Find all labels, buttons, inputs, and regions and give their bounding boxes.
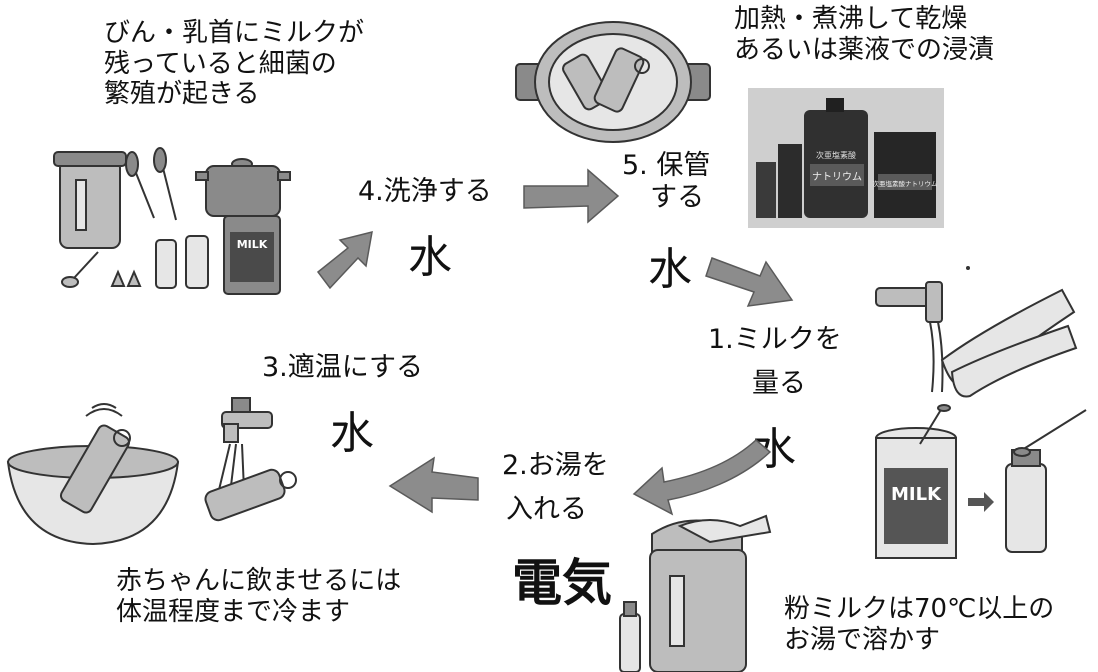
caption-feed: 赤ちゃんに飲ませるには 体温程度まで冷ます xyxy=(116,566,401,627)
step-line: 1.ミルクを xyxy=(708,324,842,355)
arrow-store-to-measure xyxy=(705,257,794,307)
step-line: 2.お湯を xyxy=(502,450,609,481)
resource-hot-water: 電気 xyxy=(512,554,612,612)
milk-package-label: MILK xyxy=(237,238,268,251)
chemical-bottle-top-label: 次亜塩素酸 xyxy=(816,150,856,160)
arrow-wash-to-store xyxy=(523,168,620,224)
step-wash: 4.洗浄する xyxy=(358,176,492,207)
faucet-cooling-illustration xyxy=(204,397,297,522)
step-measure: 1.ミルクを 量る xyxy=(708,324,842,400)
sterilizing-chemical-photo: 次亜塩素酸 ナトリウム 次亜塩素酸ナトリウム xyxy=(748,88,944,228)
caption-powder: 粉ミルクは70℃以上の お湯で溶かす xyxy=(784,594,1054,655)
caption-line: 残っていると細菌の xyxy=(104,48,337,79)
step-line: 入れる xyxy=(506,493,587,525)
hot-water-pot-illustration xyxy=(619,514,772,672)
milk-can-label: MILK xyxy=(891,484,942,505)
resource-store: 水 xyxy=(648,244,692,295)
caption-line: あるいは薬液での浸漬 xyxy=(734,34,995,65)
milk-can-illustration: MILK xyxy=(875,404,1087,559)
resource-wash: 水 xyxy=(408,232,452,283)
caption-sterilize: 加熱・煮沸して乾燥 あるいは薬液での浸漬 xyxy=(734,4,994,65)
arrow-to-wash xyxy=(316,230,373,290)
sterilizing-pot-illustration xyxy=(515,21,711,143)
arrow-hot-water-to-cool xyxy=(388,456,479,514)
caption-line: 赤ちゃんに飲ませるには xyxy=(116,566,402,596)
step-store: 5. 保管 する xyxy=(622,150,710,214)
caption-line: 粉ミルクは70℃以上の xyxy=(784,594,1055,624)
step-cool: 3.適温にする xyxy=(262,352,424,383)
chemical-box-label: 次亜塩素酸ナトリウム xyxy=(873,179,939,188)
chemical-bottle-label: ナトリウム xyxy=(812,171,862,183)
cooling-bowl-illustration xyxy=(6,403,180,546)
caption-line: 体温程度まで冷ます xyxy=(116,596,351,627)
step-line: 量る xyxy=(752,367,806,399)
step-line: する xyxy=(650,181,705,213)
step-hot-water: 2.お湯を 入れる xyxy=(502,450,609,526)
caption-line: お湯で溶かす xyxy=(784,624,941,655)
caption-line: びん・乳首にミルクが xyxy=(104,18,365,48)
step-line: 5. 保管 xyxy=(622,150,711,181)
resource-cool: 水 xyxy=(330,408,374,459)
caption-line: 加熱・煮沸して乾燥 xyxy=(734,4,968,34)
hand-washing-illustration xyxy=(875,266,1078,398)
caption-bacteria: びん・乳首にミルクが 残っていると細菌の 繁殖が起きる xyxy=(104,18,364,110)
caption-line: 繁殖が起きる xyxy=(104,79,260,110)
baby-gear-illustration: MILK xyxy=(53,147,291,295)
arrow-measure-to-hot-water xyxy=(632,438,772,516)
